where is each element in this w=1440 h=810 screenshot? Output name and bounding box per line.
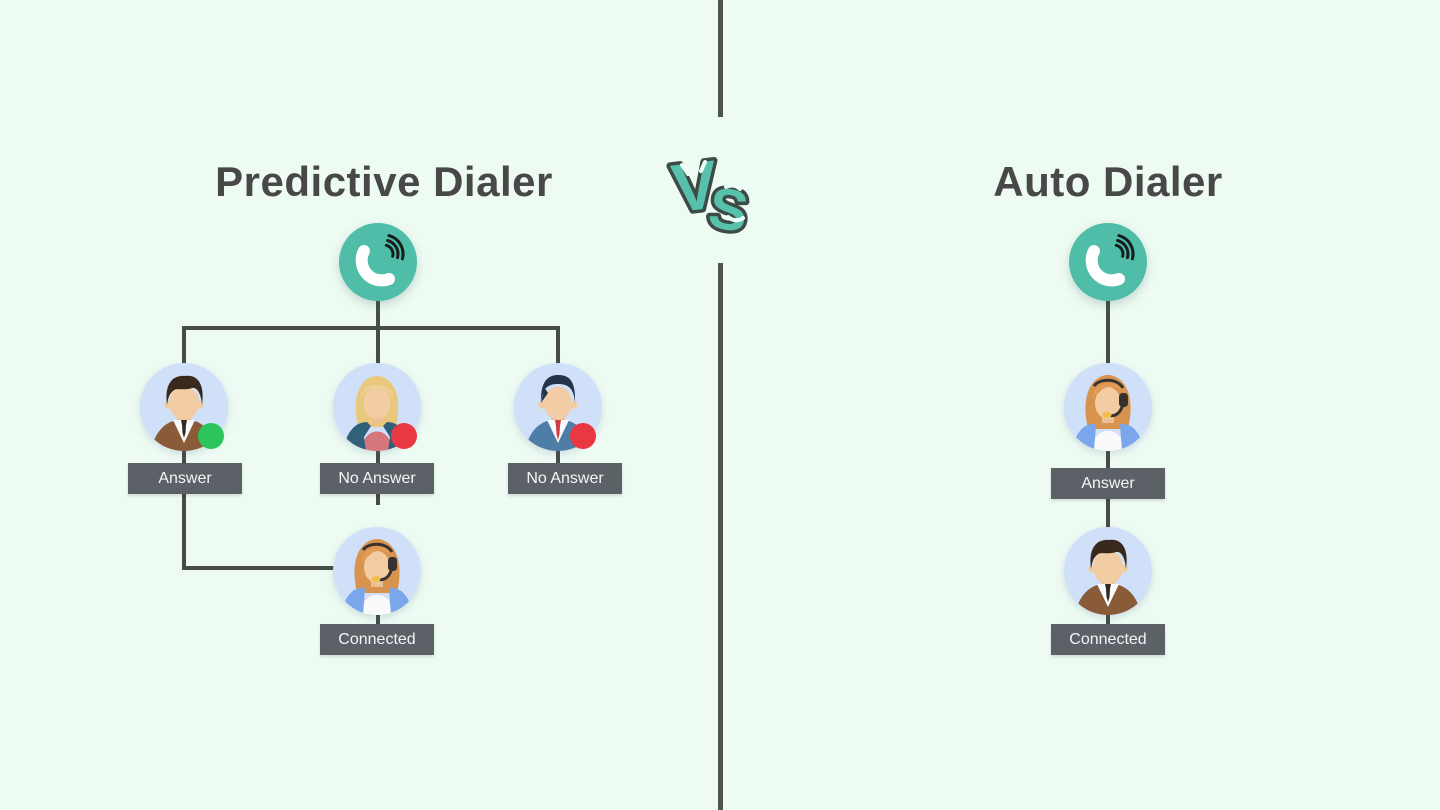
support-agent-headset-avatar-icon [1064,363,1152,451]
phone-call-icon [339,223,417,301]
no-answer-status-dot-icon [570,423,596,449]
divider-line-bottom [718,263,723,810]
answer-status-dot-icon [198,423,224,449]
support-agent-headset-avatar-icon [333,527,421,615]
predictive-dialer-title: Predictive Dialer [215,158,553,205]
status-label-answer: Answer [1051,468,1165,499]
connector-left-branch [182,326,560,330]
businessman-brown-suit-avatar-icon [1064,527,1152,615]
status-label-connected: Connected [320,624,434,655]
auto-dialer-title: Auto Dialer [993,158,1223,205]
vs-badge: V S [666,143,756,239]
no-answer-status-dot-icon [391,423,417,449]
status-label-connected: Connected [1051,624,1165,655]
connector-left-mid-stub [376,494,380,505]
status-label-no-answer: No Answer [320,463,434,494]
status-label-answer: Answer [128,463,242,494]
connector-left-elbow [182,566,340,570]
divider-line-top [718,0,723,117]
phone-call-icon [1069,223,1147,301]
status-label-no-answer: No Answer [508,463,622,494]
